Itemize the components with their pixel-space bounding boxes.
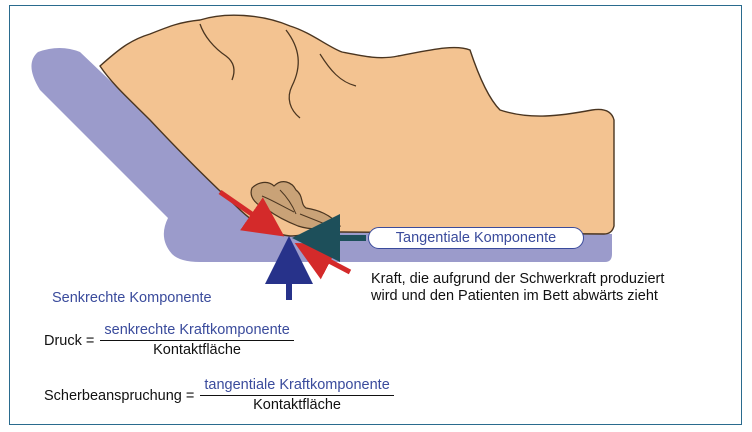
shear-numerator: tangentiale Kraftkomponente	[200, 377, 393, 396]
tangential-component-label: Tangentiale Komponente	[368, 227, 584, 249]
shear-formula: Scherbeanspruchung = tangentiale Kraftko…	[44, 377, 394, 414]
pressure-formula: Druck = senkrechte Kraftkomponente Konta…	[44, 322, 294, 359]
pressure-fraction: senkrechte Kraftkomponente Kontaktfläche	[100, 322, 293, 359]
gravity-force-label-line2: wird und den Patienten im Bett abwärts z…	[371, 288, 664, 305]
gravity-force-label-line1: Kraft, die aufgrund der Schwerkraft prod…	[371, 271, 664, 288]
pressure-denominator: Kontaktfläche	[153, 341, 241, 359]
vertical-component-label: Senkrechte Komponente	[52, 290, 212, 306]
pressure-formula-lhs: Druck =	[44, 333, 94, 349]
shear-fraction: tangentiale Kraftkomponente Kontaktfläch…	[200, 377, 393, 414]
gravity-force-label: Kraft, die aufgrund der Schwerkraft prod…	[371, 271, 664, 305]
shear-formula-lhs: Scherbeanspruchung =	[44, 388, 194, 404]
pressure-numerator: senkrechte Kraftkomponente	[100, 322, 293, 341]
shear-denominator: Kontaktfläche	[253, 396, 341, 414]
